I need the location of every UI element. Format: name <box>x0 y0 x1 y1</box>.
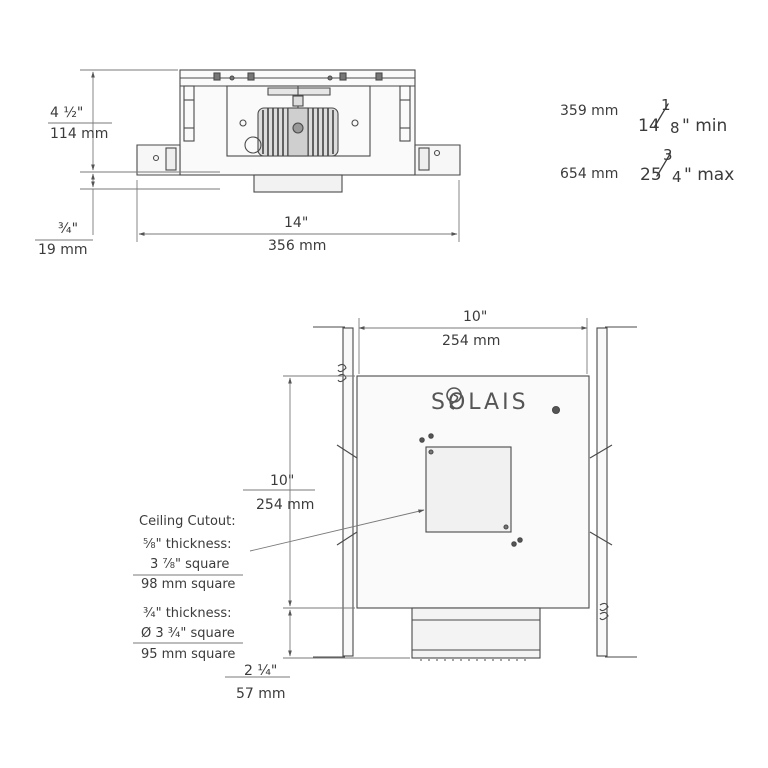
joist-max-whole: 25 <box>640 165 662 185</box>
joist-max-metric: 654 mm <box>560 166 619 182</box>
joist-max-numerator: 3 <box>663 146 673 164</box>
offset-metric: 57 mm <box>236 686 286 702</box>
cutout-thin-thickness: ⅝" thickness: <box>143 537 232 552</box>
height-metric: 114 mm <box>50 126 109 142</box>
plate-height-metric: 254 mm <box>256 497 315 513</box>
aperture-opening <box>425 446 512 533</box>
plan-view <box>313 326 637 661</box>
width-imperial: 14" <box>284 215 309 231</box>
joist-min-numerator: 1 <box>661 96 671 114</box>
cutout-thick-thickness: ¾" thickness: <box>143 606 232 621</box>
logo-swirl-icon <box>446 387 462 410</box>
flange-imperial: ¾" <box>58 221 79 237</box>
cutout-thick-size-metric: 95 mm square <box>141 647 236 662</box>
side-view-dimensions <box>35 69 460 242</box>
logo-text: SOLAIS <box>431 390 529 415</box>
joist-range-min: 359 mm 14 1 ⁄ 8 " min <box>560 96 760 146</box>
cutout-thin-size-metric: 98 mm square <box>141 577 236 592</box>
joist-min-metric: 359 mm <box>560 103 619 119</box>
joist-range-max: 654 mm 25 3 ⁄ 4 " max <box>560 146 760 200</box>
plan-view-dimensions <box>133 318 588 678</box>
fraction-slash: ⁄ <box>661 149 667 184</box>
plate-width-metric: 254 mm <box>442 333 501 349</box>
plate-width-imperial: 10" <box>463 309 488 325</box>
cutout-thin-size-imperial: 3 ⅞" square <box>150 557 230 572</box>
flange-metric: 19 mm <box>38 242 88 258</box>
height-imperial: 4 ½" <box>50 105 84 121</box>
trim-ring <box>253 174 343 193</box>
joist-max-denominator: 4 <box>672 168 682 186</box>
plate-height-imperial: 10" <box>270 473 295 489</box>
cutout-thick-size-imperial: Ø 3 ¾" square <box>141 626 235 641</box>
joist-min-whole: 14 <box>638 116 660 136</box>
right-hanger-bar <box>596 327 608 657</box>
cutout-title: Ceiling Cutout: <box>139 514 236 529</box>
joist-min-denominator: 8 <box>670 119 680 137</box>
width-metric: 356 mm <box>268 238 327 254</box>
joist-min-unit: " min <box>682 116 728 136</box>
left-hanger-bar <box>342 327 354 657</box>
joist-max-unit: " max <box>684 165 735 185</box>
side-view <box>136 69 461 193</box>
fraction-slash: ⁄ <box>659 99 665 134</box>
offset-imperial: 2 ¼" <box>244 663 278 679</box>
